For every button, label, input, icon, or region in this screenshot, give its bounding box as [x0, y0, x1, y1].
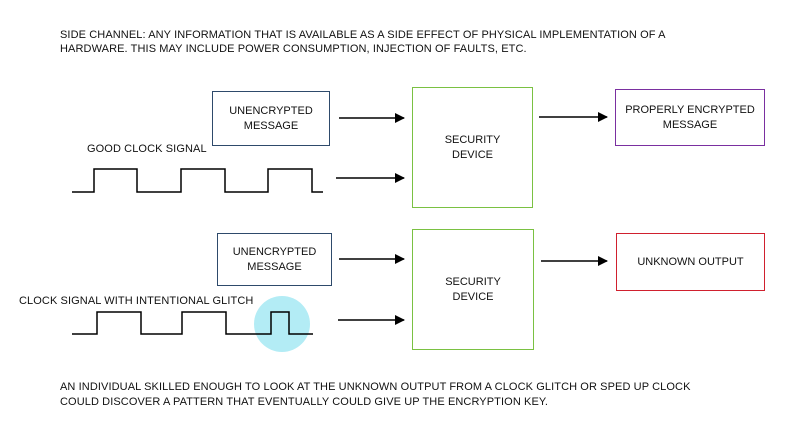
good-clock-label: GOOD CLOCK SIGNAL	[87, 143, 207, 155]
footer-line-1: AN INDIVIDUAL SKILLED ENOUGH TO LOOK AT …	[60, 381, 691, 393]
security-device-box-top: SECURITY DEVICE	[412, 87, 533, 208]
input-box-line-1: UNENCRYPTED	[229, 104, 313, 117]
good-clock-waveform	[72, 168, 323, 193]
device-box-line-2: DEVICE	[452, 290, 494, 303]
device-box-line-1: SECURITY	[445, 275, 501, 288]
output-box-line-1: UNKNOWN OUTPUT	[637, 255, 744, 268]
security-device-box-bottom: SECURITY DEVICE	[412, 229, 534, 350]
device-box-line-2: DEVICE	[452, 148, 493, 161]
input-box-line-1: UNENCRYPTED	[232, 245, 317, 258]
glitch-clock-waveform	[72, 311, 313, 335]
header-line-1: SIDE CHANNEL: ANY INFORMATION THAT IS AV…	[60, 29, 666, 41]
glitch-highlight	[254, 296, 310, 352]
header-line-2: HARDWARE. THIS MAY INCLUDE POWER CONSUMP…	[60, 43, 527, 55]
unencrypted-message-box-bottom: UNENCRYPTED MESSAGE	[217, 233, 332, 286]
input-box-line-2: MESSAGE	[247, 260, 302, 273]
device-box-line-1: SECURITY	[444, 133, 501, 146]
output-box-line-2: MESSAGE	[662, 118, 718, 131]
glitch-clock-label: CLOCK SIGNAL WITH INTENTIONAL GLITCH	[19, 295, 254, 307]
output-box-line-1: PROPERLY ENCRYPTED	[625, 103, 755, 116]
unknown-output-box: UNKNOWN OUTPUT	[616, 233, 765, 291]
footer-line-2: COULD DISCOVER A PATTERN THAT EVENTUALLY…	[60, 396, 549, 408]
properly-encrypted-message-box: PROPERLY ENCRYPTED MESSAGE	[615, 89, 765, 146]
unencrypted-message-box-top: UNENCRYPTED MESSAGE	[212, 91, 330, 146]
input-box-line-2: MESSAGE	[243, 119, 299, 132]
